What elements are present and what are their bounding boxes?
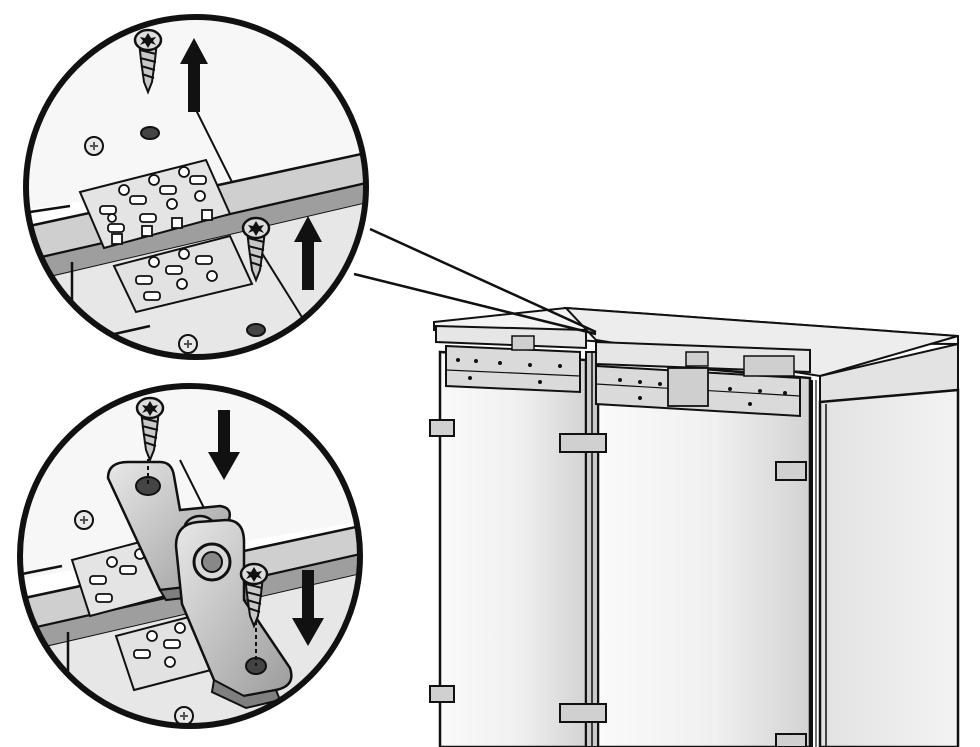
arrow-down-icon xyxy=(208,410,240,480)
hinge-plate-icon xyxy=(78,158,232,250)
mounting-bracket-icon xyxy=(174,518,293,710)
plug-hole-icon xyxy=(178,334,198,354)
fridge-cabinet xyxy=(429,306,960,747)
arrow-up-icon xyxy=(294,216,322,290)
plug-hole-icon xyxy=(74,510,94,530)
arrow-up-icon xyxy=(180,38,208,112)
plug-hole-icon xyxy=(174,706,194,726)
detail-remove-screws xyxy=(23,14,369,360)
detail-attach-brackets xyxy=(17,383,363,729)
plug-hole-icon xyxy=(84,136,104,156)
callout-lines xyxy=(353,227,597,336)
arrow-down-icon xyxy=(292,570,324,646)
